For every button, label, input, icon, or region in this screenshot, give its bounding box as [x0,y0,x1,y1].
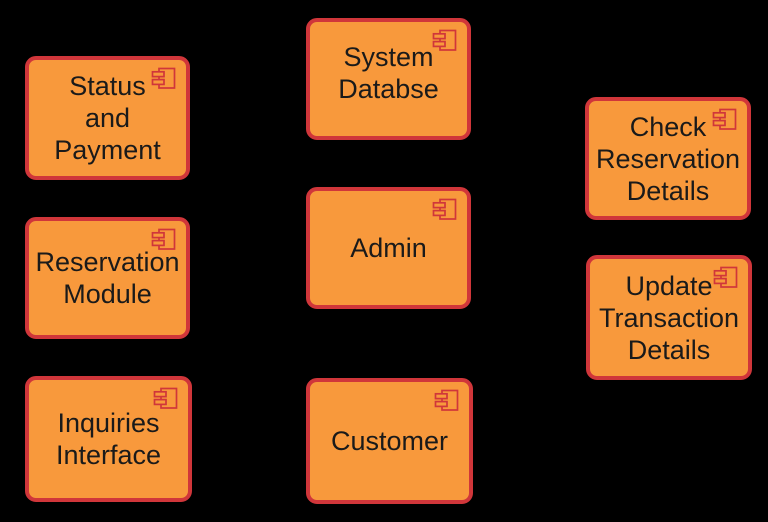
component-label: Check Reservation Details [595,111,741,206]
uml-component-icon [432,29,457,51]
component-node-system-databse: System Databse [306,18,471,140]
component-label: System Databse [338,42,439,104]
component-label: Customer [330,426,449,456]
uml-component-icon [713,266,738,288]
component-node-update-transaction-details: Update Transaction Details [586,255,752,380]
component-label: Admin [350,233,427,263]
uml-component-icon [434,389,459,411]
uml-component-icon [432,198,457,220]
component-node-reservation-module: Reservation Module [25,217,190,339]
uml-component-icon [151,228,176,250]
component-node-admin: Admin [306,187,471,309]
component-label: Inquiries Interface [55,408,162,470]
component-node-status-and-payment: Status and Payment [25,56,190,180]
component-label: Update Transaction Details [598,270,740,365]
component-node-check-reservation-details: Check Reservation Details [585,97,751,220]
uml-component-icon [151,67,176,89]
uml-component-icon [153,387,178,409]
component-node-inquiries-interface: Inquiries Interface [25,376,192,502]
uml-component-icon [712,108,737,130]
component-label: Reservation Module [35,247,180,309]
component-label: Status and Payment [54,71,161,165]
component-node-customer: Customer [306,378,473,504]
